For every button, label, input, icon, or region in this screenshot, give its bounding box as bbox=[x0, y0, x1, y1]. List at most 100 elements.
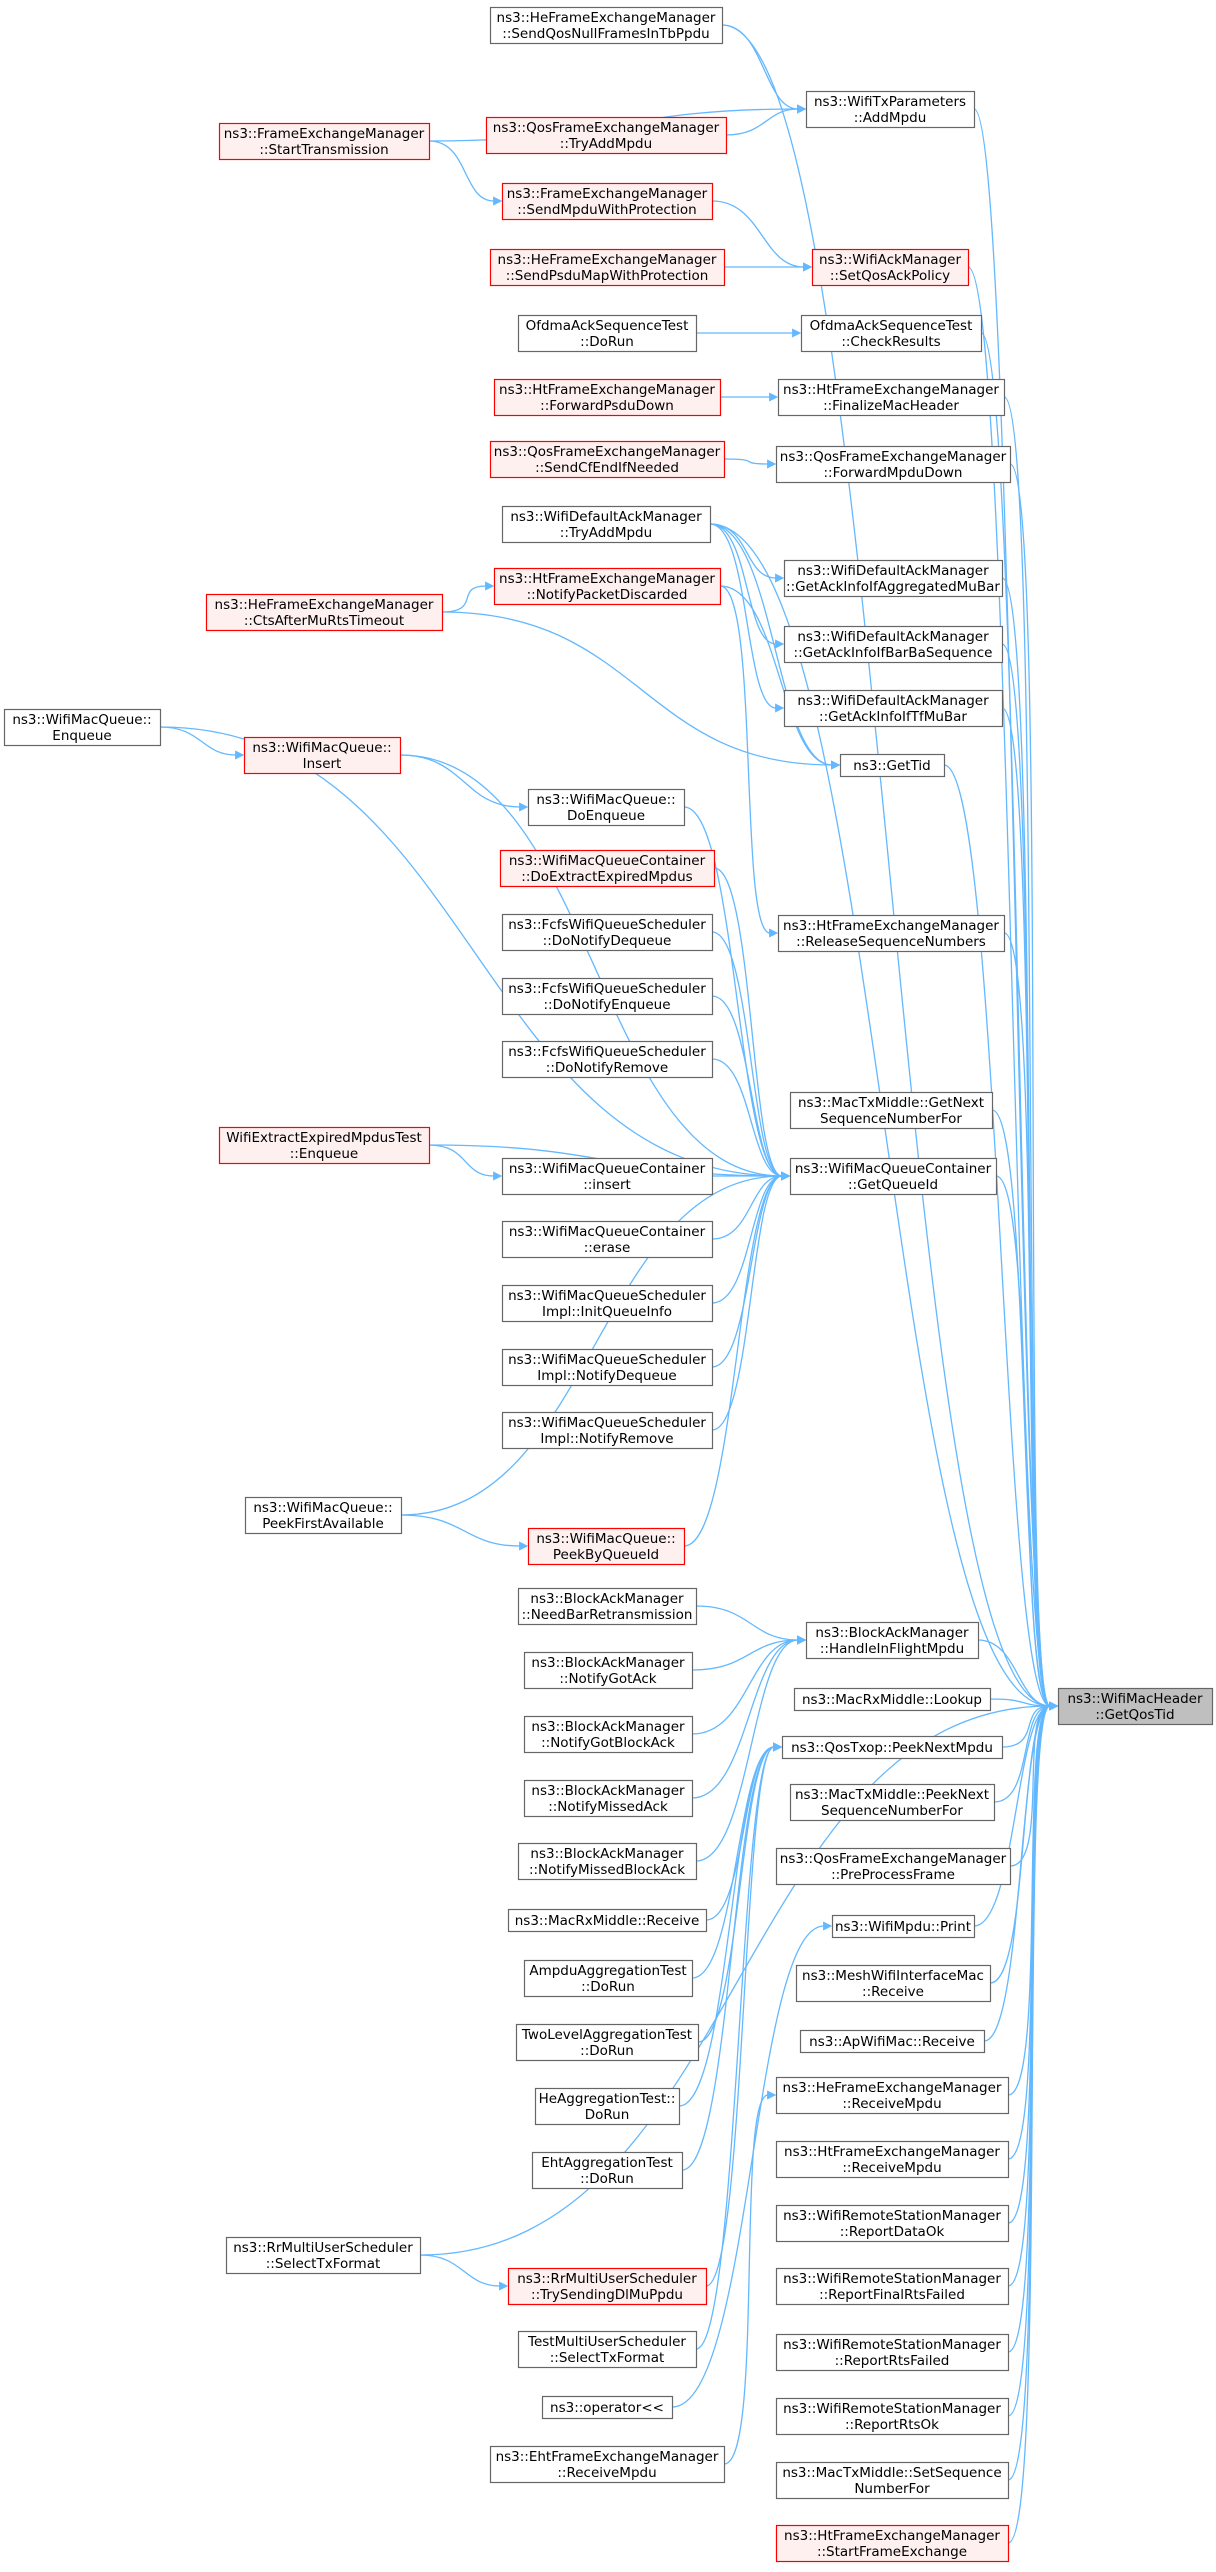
node-label-line: ::StartTransmission bbox=[259, 142, 388, 158]
node-box bbox=[489, 6, 724, 45]
node-insert[interactable]: ns3::WifiMacQueue::Insert bbox=[243, 736, 402, 775]
node-reportfinal[interactable]: ns3::WifiRemoteStationManager::ReportFin… bbox=[775, 2267, 1010, 2306]
node-getqueueid[interactable]: ns3::WifiMacQueueContainer::GetQueueId bbox=[789, 1157, 998, 1196]
node-label-line: EhtAggregationTest bbox=[541, 2155, 673, 2171]
node-doenqueue[interactable]: ns3::WifiMacQueue::DoEnqueue bbox=[527, 788, 686, 827]
node-box bbox=[523, 1959, 694, 1998]
node-doextract[interactable]: ns3::WifiMacQueueContainer::DoExtractExp… bbox=[499, 849, 716, 888]
node-testmu[interactable]: TestMultiUserScheduler::SelectTxFormat bbox=[517, 2330, 698, 2369]
node-initqinfo[interactable]: ns3::WifiMacQueueSchedulerImpl::InitQueu… bbox=[501, 1284, 714, 1323]
node-gotack[interactable]: ns3::BlockAckManager::NotifyGotAck bbox=[523, 1651, 694, 1690]
node-fcfs_deq[interactable]: ns3::FcfsWifiQueueScheduler::DoNotifyDeq… bbox=[501, 913, 714, 952]
node-ehtagg[interactable]: EhtAggregationTest::DoRun bbox=[531, 2151, 684, 2190]
node-meshrecv[interactable]: ns3::MeshWifiInterfaceMac::Receive bbox=[795, 1964, 992, 2003]
node-getackbar[interactable]: ns3::WifiDefaultAckManager::GetAckInfoIf… bbox=[783, 625, 1004, 664]
node-getacktf[interactable]: ns3::WifiDefaultAckManager::GetAckInfoIf… bbox=[783, 689, 1004, 728]
node-rrtrysend[interactable]: ns3::RrMultiUserScheduler::TrySendingDlM… bbox=[507, 2267, 708, 2306]
node-getackagg[interactable]: ns3::WifiDefaultAckManager::GetAckInfoIf… bbox=[783, 559, 1004, 598]
edge-getackagg-to-getqostid bbox=[1001, 577, 1059, 1711]
node-reportrtsok[interactable]: ns3::WifiRemoteStationManager::ReportRts… bbox=[775, 2397, 1010, 2436]
node-dflt_tryadd[interactable]: ns3::WifiDefaultAckManager::TryAddMpdu bbox=[501, 505, 712, 544]
node-fwdmpdu[interactable]: ns3::QosFrameExchangeManager::ForwardMpd… bbox=[775, 445, 1012, 484]
node-label-line: ::DoRun bbox=[580, 334, 634, 350]
node-label-line: ns3::MacTxMiddle::PeekNext bbox=[795, 1787, 989, 1803]
node-finalize[interactable]: ns3::HtFrameExchangeManager::FinalizeMac… bbox=[777, 378, 1006, 417]
node-twolevel[interactable]: TwoLevelAggregationTest::DoRun bbox=[515, 2023, 700, 2062]
node-print[interactable]: ns3::WifiMpdu::Print bbox=[831, 1914, 976, 1939]
node-gettid[interactable]: ns3::GetTid bbox=[839, 753, 946, 778]
node-sendmpduprot[interactable]: ns3::FrameExchangeManager::SendMpduWithP… bbox=[501, 182, 714, 221]
edge-enqueue-to-insert bbox=[159, 726, 245, 760]
node-ctsafter[interactable]: ns3::HeFrameExchangeManager::CtsAfterMuR… bbox=[205, 593, 444, 632]
node-ehtrecv[interactable]: ns3::EhtFrameExchangeManager::ReceiveMpd… bbox=[489, 2445, 726, 2484]
node-htrecv[interactable]: ns3::HtFrameExchangeManager::ReceiveMpdu bbox=[775, 2140, 1010, 2179]
edges-layer bbox=[159, 24, 1059, 2544]
node-enqueue[interactable]: ns3::WifiMacQueue::Enqueue bbox=[3, 708, 162, 747]
node-box bbox=[531, 2151, 684, 2190]
node-herecv[interactable]: ns3::HeFrameExchangeManager::ReceiveMpdu bbox=[775, 2076, 1010, 2115]
node-heagg[interactable]: HeAggregationTest::DoRun bbox=[534, 2087, 681, 2126]
node-addmpdu[interactable]: ns3::WifiTxParameters::AddMpdu bbox=[805, 90, 976, 129]
node-rrselect[interactable]: ns3::RrMultiUserScheduler::SelectTxForma… bbox=[225, 2236, 422, 2275]
edge-print-to-getqostid bbox=[973, 1701, 1059, 1927]
node-box bbox=[507, 1908, 708, 1933]
node-label-line: ::NotifyGotAck bbox=[559, 1671, 656, 1687]
node-label-line: ::GetAckInfoIfAggregatedMuBar bbox=[786, 579, 1000, 595]
node-reportdata[interactable]: ns3::WifiRemoteStationManager::ReportDat… bbox=[775, 2204, 1010, 2243]
node-extracttest[interactable]: WifiExtractExpiredMpdusTest::Enqueue bbox=[218, 1126, 431, 1165]
node-sendcf[interactable]: ns3::QosFrameExchangeManager::SendCfEndI… bbox=[489, 440, 726, 479]
edge-sendqosnull-to-addmpdu bbox=[721, 24, 807, 114]
node-starttx[interactable]: ns3::FrameExchangeManager::StartTransmis… bbox=[218, 122, 431, 161]
node-peeknext[interactable]: ns3::QosTxop::PeekNextMpdu bbox=[781, 1735, 1004, 1760]
node-fcfs_rem[interactable]: ns3::FcfsWifiQueueScheduler::DoNotifyRem… bbox=[501, 1040, 714, 1079]
node-impl_rem[interactable]: ns3::WifiMacQueueSchedulerImpl::NotifyRe… bbox=[501, 1411, 714, 1450]
node-oplt[interactable]: ns3::operator<< bbox=[541, 2395, 674, 2420]
node-label-line: ns3::WifiMacQueue:: bbox=[536, 792, 675, 808]
node-getqostid[interactable]: ns3::WifiMacHeader::GetQosTid bbox=[1057, 1687, 1214, 1726]
node-ampdu[interactable]: AmpduAggregationTest::DoRun bbox=[523, 1959, 694, 1998]
node-box bbox=[523, 1651, 694, 1690]
node-needbar[interactable]: ns3::BlockAckManager::NeedBarRetransmiss… bbox=[517, 1587, 698, 1626]
node-lookup[interactable]: ns3::MacRxMiddle::Lookup bbox=[793, 1687, 992, 1712]
node-box bbox=[777, 914, 1006, 953]
node-aprecv[interactable]: ns3::ApWifiMac::Receive bbox=[799, 2029, 986, 2054]
node-box bbox=[793, 1687, 992, 1712]
node-sendqosnull[interactable]: ns3::HeFrameExchangeManager::SendQosNull… bbox=[489, 6, 724, 45]
node-ofdmadorun[interactable]: OfdmaAckSequenceTest::DoRun bbox=[517, 314, 698, 353]
node-contins[interactable]: ns3::WifiMacQueueContainer::insert bbox=[501, 1157, 714, 1196]
edge-ctsafter-to-gettid bbox=[441, 611, 841, 770]
node-box bbox=[493, 567, 722, 606]
node-notifydisc[interactable]: ns3::HtFrameExchangeManager::NotifyPacke… bbox=[493, 567, 722, 606]
node-label-line: ::SendCfEndIfNeeded bbox=[535, 460, 679, 476]
node-peekfirst[interactable]: ns3::WifiMacQueue::PeekFirstAvailable bbox=[244, 1496, 403, 1535]
node-label-line: TwoLevelAggregationTest bbox=[521, 2027, 692, 2043]
node-label-line: ns3::QosFrameExchangeManager bbox=[494, 444, 721, 460]
node-preprocess[interactable]: ns3::QosFrameExchangeManager::PreProcess… bbox=[775, 1847, 1012, 1886]
node-label-line: ::CtsAfterMuRtsTimeout bbox=[244, 613, 404, 629]
node-peeknextseq[interactable]: ns3::MacTxMiddle::PeekNextSequenceNumber… bbox=[789, 1783, 996, 1822]
node-rxreceive[interactable]: ns3::MacRxMiddle::Receive bbox=[507, 1908, 708, 1933]
node-label-line: ::ReleaseSequenceNumbers bbox=[796, 934, 986, 950]
node-fwdpsdu[interactable]: ns3::HtFrameExchangeManager::ForwardPsdu… bbox=[493, 378, 722, 417]
node-setqosack[interactable]: ns3::WifiAckManager::SetQosAckPolicy bbox=[811, 248, 970, 287]
node-getnextseq[interactable]: ns3::MacTxMiddle::GetNextSequenceNumberF… bbox=[789, 1091, 994, 1130]
node-releaseseq[interactable]: ns3::HtFrameExchangeManager::ReleaseSequ… bbox=[777, 914, 1006, 953]
node-missedblockack[interactable]: ns3::BlockAckManager::NotifyMissedBlockA… bbox=[517, 1842, 698, 1881]
node-peekbyq[interactable]: ns3::WifiMacQueue::PeekByQueueId bbox=[527, 1527, 686, 1566]
node-handleinflight[interactable]: ns3::BlockAckManager::HandleInFlightMpdu bbox=[805, 1621, 980, 1660]
node-sendpsdumap[interactable]: ns3::HeFrameExchangeManager::SendPsduMap… bbox=[489, 248, 726, 287]
node-fcfs_enq[interactable]: ns3::FcfsWifiQueueScheduler::DoNotifyEnq… bbox=[501, 977, 714, 1016]
node-reportrtsfail[interactable]: ns3::WifiRemoteStationManager::ReportRts… bbox=[775, 2333, 1010, 2372]
node-impl_deq[interactable]: ns3::WifiMacQueueSchedulerImpl::NotifyDe… bbox=[501, 1348, 714, 1387]
node-tryaddmpdu_q[interactable]: ns3::QosFrameExchangeManager::TryAddMpdu bbox=[485, 116, 728, 155]
edge-dflt_tryadd-to-gettid bbox=[709, 523, 841, 770]
node-missedack[interactable]: ns3::BlockAckManager::NotifyMissedAck bbox=[523, 1779, 694, 1818]
node-conterase[interactable]: ns3::WifiMacQueueContainer::erase bbox=[501, 1220, 714, 1259]
node-startframe[interactable]: ns3::HtFrameExchangeManager::StartFrameE… bbox=[775, 2524, 1010, 2563]
node-box bbox=[775, 2524, 1010, 2563]
node-gotblockack[interactable]: ns3::BlockAckManager::NotifyGotBlockAck bbox=[523, 1715, 694, 1754]
node-label-line: PeekByQueueId bbox=[553, 1547, 659, 1563]
node-ofdmacheck[interactable]: OfdmaAckSequenceTest::CheckResults bbox=[800, 314, 983, 353]
node-label-line: ns3::BlockAckManager bbox=[530, 1591, 684, 1607]
